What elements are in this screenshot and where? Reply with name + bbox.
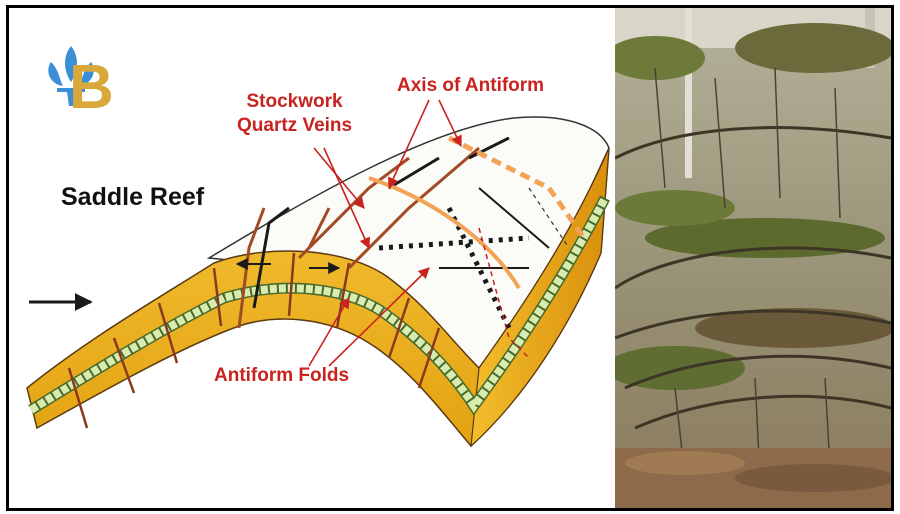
hatched-veins [378,187,550,330]
logo-letter: B [69,53,114,122]
saddle-reef-diagram: B [9,8,615,508]
hinge-dashed [478,227,530,359]
callout-arrows [308,99,462,367]
outcrop-photo-svg [605,8,891,508]
diagram-svg: B [26,46,610,448]
outcrop-photo [605,8,891,508]
fleur-de-lis-icon [48,46,94,106]
figure-frame: B [6,5,894,511]
folded-beds [614,126,891,430]
strata-veins [67,252,441,429]
stockwork-label-line1: Stockwork [246,91,343,112]
logo: B [48,46,114,122]
stockwork-label-line2: Quartz Veins [237,115,353,136]
axis-label: Axis of Antiform [397,75,545,96]
stockwork-label: Stockwork Quartz Veins [237,90,352,138]
antiform-axis-dashed [447,135,587,240]
title-saddle-reef: Saddle Reef [61,183,205,211]
folds-label: Antiform Folds [214,365,350,386]
